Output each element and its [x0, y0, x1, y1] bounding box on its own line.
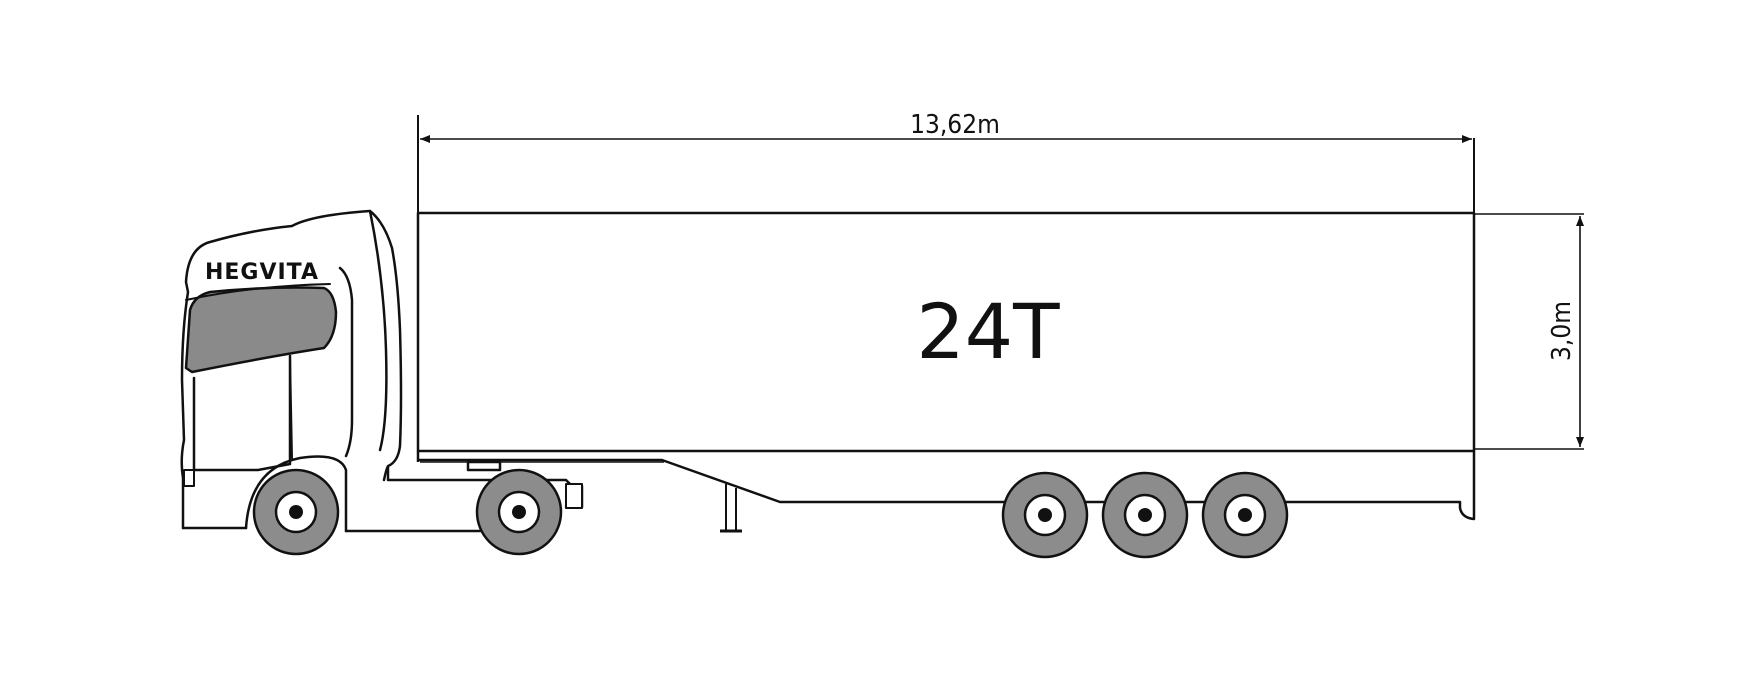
wheel-front [252, 468, 340, 556]
length-dimension: 13,62m [417, 110, 1475, 212]
headlight [183, 469, 195, 487]
wheel-trailer-2 [1101, 471, 1189, 559]
cab-door-line [338, 266, 354, 458]
wheel-trailer-3 [1201, 471, 1289, 559]
trailer-box [416, 211, 1476, 453]
wheels [252, 468, 1289, 559]
wheel-trailer-1 [1001, 471, 1089, 559]
capacity-label: 24T [916, 287, 1060, 376]
windscreen [184, 286, 338, 374]
height-label: 3,0m [1547, 301, 1577, 361]
cab-deflector-edge [368, 209, 388, 452]
sun-visor-line [185, 283, 331, 301]
fifth-wheel [466, 460, 502, 472]
wheel-drive [475, 468, 563, 556]
brand-label: HEGVITA [205, 260, 319, 285]
door-pillar [289, 355, 293, 459]
length-label: 13,62m [910, 110, 1000, 140]
height-dimension: 3,0m [1474, 213, 1584, 450]
tractor: HEGVITA [180, 209, 584, 533]
door-frame [192, 354, 292, 472]
trailer: 24T [416, 211, 1476, 533]
rear-light [565, 483, 583, 509]
